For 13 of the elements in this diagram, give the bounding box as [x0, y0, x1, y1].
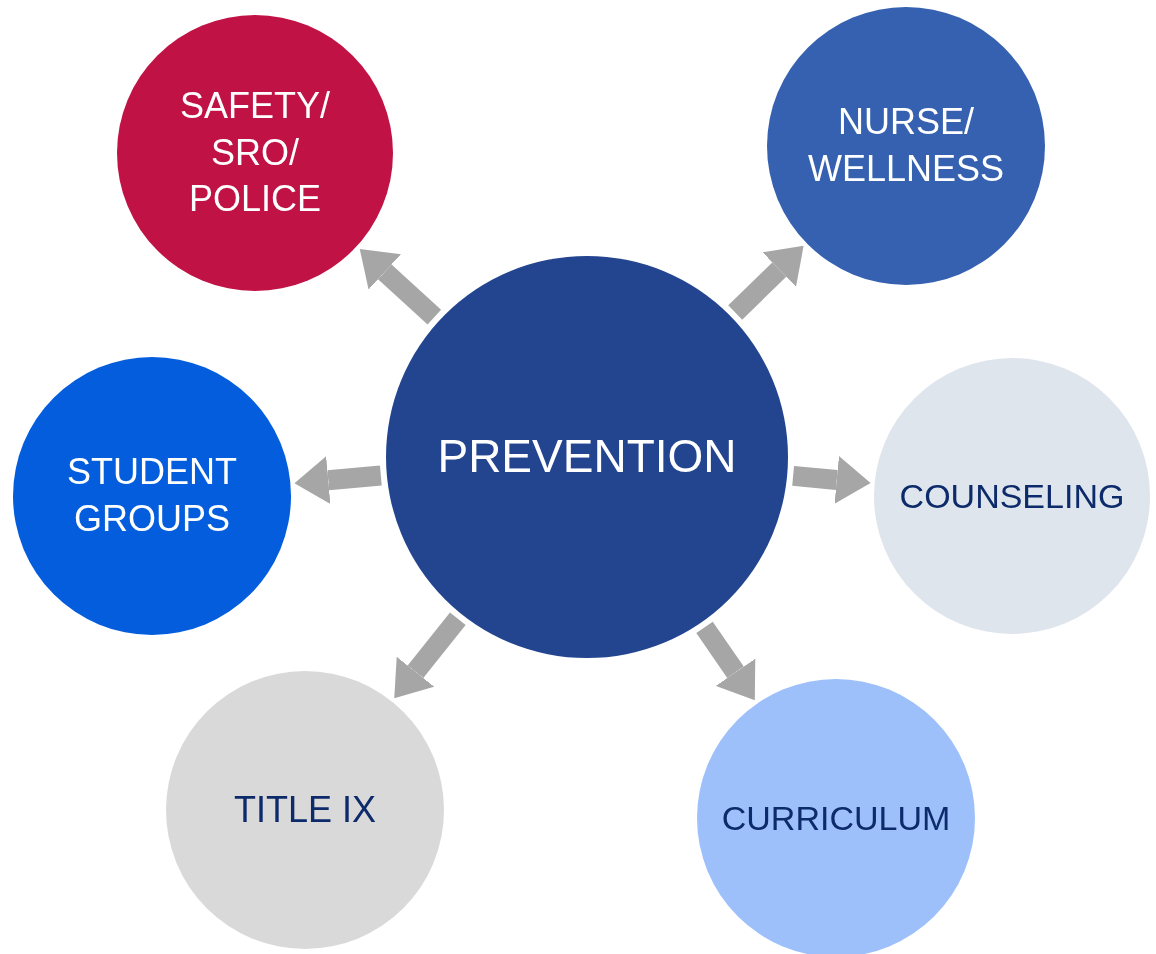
arrow: [394, 612, 466, 699]
node-label: COUNSELING: [899, 475, 1125, 517]
node-label: SAFETY/ SRO/ POLICE: [179, 83, 331, 222]
arrow: [359, 248, 442, 325]
arrow: [728, 245, 804, 320]
node-label: TITLE IX: [234, 787, 376, 832]
arrow: [294, 456, 382, 505]
node-label: CURRICULUM: [721, 797, 951, 839]
node-label: NURSE/ WELLNESS: [806, 100, 1006, 191]
node-label: STUDENT GROUPS: [66, 450, 238, 541]
arrow: [696, 621, 756, 701]
node-label: PREVENTION: [437, 429, 737, 485]
arrow: [792, 456, 871, 504]
